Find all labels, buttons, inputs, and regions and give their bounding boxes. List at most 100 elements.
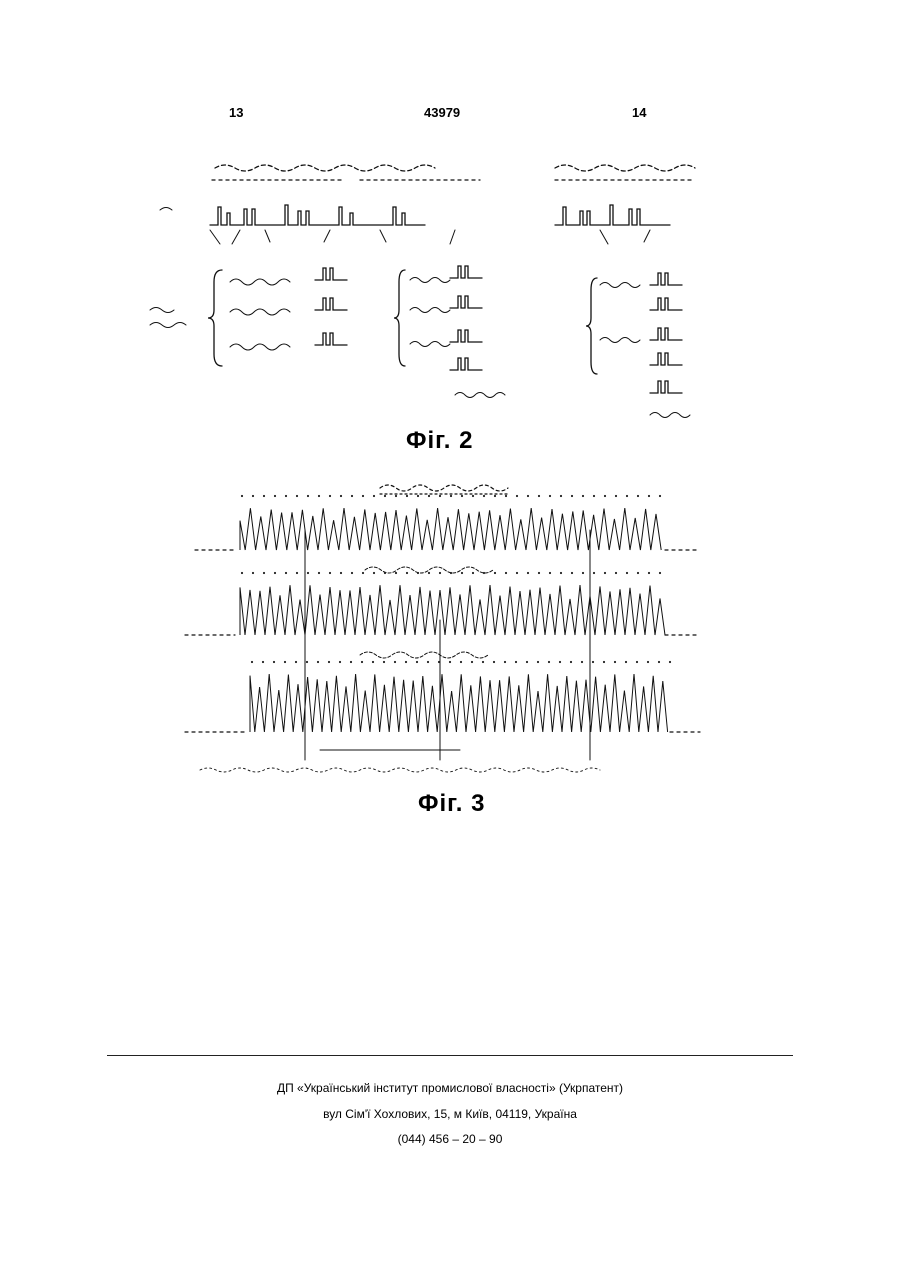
waveform-trace (250, 674, 668, 732)
pulse-index-mark (362, 572, 364, 574)
pulse-index-mark (450, 495, 452, 497)
pulse-index-mark (241, 495, 243, 497)
pulse-index-mark (537, 661, 539, 663)
pulse-index-mark (449, 661, 451, 663)
pulse-index-mark (351, 572, 353, 574)
pulse-index-mark (460, 661, 462, 663)
pulse-index-mark (549, 495, 551, 497)
pulse-index-mark (285, 572, 287, 574)
pulse-index-mark (350, 661, 352, 663)
pulse-index-mark (472, 572, 474, 574)
pulse-index-mark (571, 495, 573, 497)
pulse-index-mark (648, 495, 650, 497)
pulse-index-mark (263, 495, 265, 497)
pulse-index-mark (328, 661, 330, 663)
pulse-index-mark (284, 661, 286, 663)
pulse-index-mark (252, 495, 254, 497)
pulse-index-mark (593, 572, 595, 574)
patent-number: 43979 (424, 105, 460, 120)
pulse-index-mark (317, 661, 319, 663)
pulse-index-mark (384, 495, 386, 497)
pulse-index-mark (659, 572, 661, 574)
pulse-index-mark (516, 495, 518, 497)
footer-rule (107, 1055, 793, 1056)
pulse-index-mark (494, 495, 496, 497)
pulse-index-mark (483, 572, 485, 574)
pulse-index-mark (263, 572, 265, 574)
pulse-index-mark (604, 572, 606, 574)
pulse-index-mark (285, 495, 287, 497)
pulse-index-mark (306, 661, 308, 663)
pulse-index-mark (373, 495, 375, 497)
pulse-index-mark (658, 661, 660, 663)
pulse-index-mark (339, 661, 341, 663)
pulse-index-mark (372, 661, 374, 663)
pulse-index-mark (450, 572, 452, 574)
pulse-index-mark (274, 495, 276, 497)
pulse-index-mark (417, 572, 419, 574)
pulse-index-mark (274, 572, 276, 574)
pulse-index-mark (307, 572, 309, 574)
pulse-index-mark (340, 495, 342, 497)
pulse-index-mark (251, 661, 253, 663)
figure-3-drawing (0, 470, 900, 790)
pulse-index-mark (560, 572, 562, 574)
pulse-index-mark (659, 495, 661, 497)
pulse-index-mark (395, 572, 397, 574)
footer-organization: ДП «Український інститут промислової вла… (0, 1081, 900, 1095)
footer-address: вул Сім'ї Хохлових, 15, м Київ, 04119, У… (0, 1107, 900, 1121)
pulse-index-mark (273, 661, 275, 663)
pulse-index-mark (593, 495, 595, 497)
figure-3-caption: Фіг. 3 (418, 790, 485, 818)
pulse-index-mark (582, 495, 584, 497)
pulse-index-mark (472, 495, 474, 497)
pulse-index-mark (527, 495, 529, 497)
pulse-index-mark (406, 495, 408, 497)
pulse-index-mark (669, 661, 671, 663)
pulse-index-mark (614, 661, 616, 663)
pulse-index-mark (417, 495, 419, 497)
pulse-index-mark (351, 495, 353, 497)
pulse-index-mark (626, 572, 628, 574)
page-number-left: 13 (229, 105, 243, 120)
pulse-index-mark (647, 661, 649, 663)
pulse-index-mark (615, 495, 617, 497)
pulse-index-mark (461, 495, 463, 497)
pulse-index-mark (560, 495, 562, 497)
pulse-index-mark (505, 572, 507, 574)
pulse-index-mark (471, 661, 473, 663)
pulse-index-mark (427, 661, 429, 663)
pulse-index-mark (538, 495, 540, 497)
pulse-index-mark (494, 572, 496, 574)
pulse-index-mark (504, 661, 506, 663)
pulse-index-mark (516, 572, 518, 574)
pulse-index-mark (329, 495, 331, 497)
pulse-index-mark (394, 661, 396, 663)
pulse-index-mark (626, 495, 628, 497)
pulse-index-mark (405, 661, 407, 663)
page-number-right: 14 (632, 105, 646, 120)
pulse-index-mark (296, 495, 298, 497)
pulse-index-mark (571, 572, 573, 574)
pulse-index-mark (548, 661, 550, 663)
pulse-index-mark (505, 495, 507, 497)
pulse-index-mark (515, 661, 517, 663)
pulse-index-mark (592, 661, 594, 663)
pulse-index-mark (582, 572, 584, 574)
footer-phone: (044) 456 – 20 – 90 (0, 1132, 900, 1146)
pulse-index-mark (636, 661, 638, 663)
pulse-index-mark (307, 495, 309, 497)
pulse-index-mark (637, 572, 639, 574)
pulse-index-mark (527, 572, 529, 574)
waveform-trace (240, 508, 661, 550)
pulse-index-mark (318, 495, 320, 497)
pulse-index-mark (461, 572, 463, 574)
pulse-index-mark (340, 572, 342, 574)
pulse-index-mark (549, 572, 551, 574)
pulse-index-mark (603, 661, 605, 663)
pulse-index-mark (262, 661, 264, 663)
pulse-index-mark (373, 572, 375, 574)
pulse-index-mark (241, 572, 243, 574)
pulse-index-mark (581, 661, 583, 663)
pulse-index-mark (538, 572, 540, 574)
